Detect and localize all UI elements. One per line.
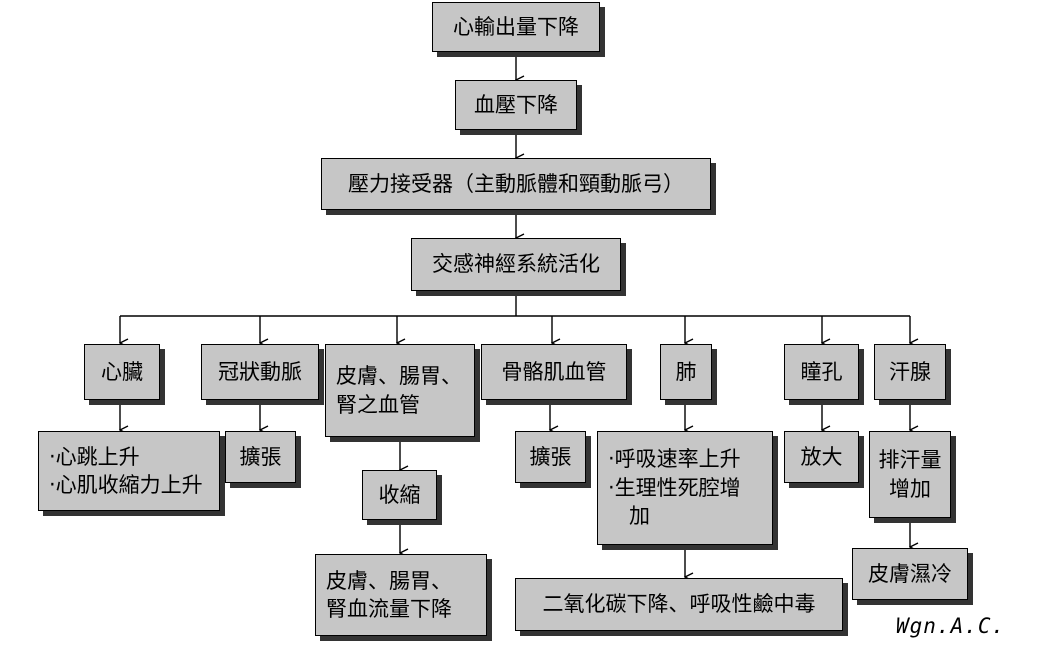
heart-effect-rate: ‧心跳上升 — [49, 444, 140, 469]
vasoconstriction-label: 收縮 — [378, 482, 421, 507]
heart-box: 心臟 — [84, 344, 160, 400]
skin-gut-kidney-vessels-line1: 皮膚、腸胃、 — [336, 364, 462, 389]
sweat-gland-label: 汗腺 — [889, 359, 931, 384]
baroreceptors-label: 壓力接受器（主動脈體和頸動脈弓） — [348, 171, 684, 196]
skeletal-muscle-vessels-label: 骨骼肌血管 — [501, 359, 607, 384]
heart-effects-box: ‧心跳上升 ‧心肌收縮力上升 — [38, 431, 220, 511]
sweat-effect-box: 排汗量 增加 — [869, 431, 951, 518]
heart-effect-contractility: ‧心肌收縮力上升 — [49, 473, 203, 497]
skin-gut-kidney-flow-line1: 皮膚、腸胃、 — [326, 568, 452, 593]
pupil-effect-box: 放大 — [784, 431, 859, 483]
lung-effect-dead-space-cont: 加 — [608, 504, 650, 529]
lung-effect-dead-space: ‧生理性死腔增 — [608, 475, 741, 500]
blood-pressure-drop-label: 血壓下降 — [474, 92, 558, 117]
skin-gut-kidney-flow-box: 皮膚、腸胃、 腎血流量下降 — [315, 554, 487, 636]
lung-label: 肺 — [675, 359, 697, 384]
skeletal-effect-label: 擴張 — [529, 444, 572, 469]
coronary-effect-box: 擴張 — [225, 431, 296, 483]
sympathetic-activation-box: 交感神經系統活化 — [411, 238, 621, 291]
lung-box: 肺 — [660, 344, 712, 400]
coronary-effect-label: 擴張 — [239, 444, 282, 469]
cold-clammy-skin-label: 皮膚濕冷 — [868, 561, 952, 586]
lung-effects-box: ‧呼吸速率上升 ‧生理性死腔增 加 — [597, 431, 773, 545]
co2-alkalosis-label: 二氧化碳下降、呼吸性鹼中毒 — [542, 592, 816, 617]
blood-pressure-drop-box: 血壓下降 — [455, 80, 577, 130]
pupil-label: 瞳孔 — [800, 359, 843, 384]
sweat-effect-line2: 增加 — [889, 476, 931, 501]
coronary-artery-label: 冠狀動脈 — [218, 359, 302, 384]
pupil-box: 瞳孔 — [784, 344, 859, 400]
sweat-gland-box: 汗腺 — [874, 344, 946, 400]
sweat-effect-line1: 排汗量 — [878, 448, 942, 473]
cold-clammy-skin-box: 皮膚濕冷 — [852, 548, 968, 600]
pupil-effect-label: 放大 — [800, 444, 843, 469]
heart-label: 心臟 — [101, 359, 143, 384]
sympathetic-activation-label: 交感神經系統活化 — [432, 252, 600, 277]
author-signature: Wgn.A.C. — [896, 614, 1006, 638]
co2-alkalosis-box: 二氧化碳下降、呼吸性鹼中毒 — [515, 578, 843, 631]
skin-gut-kidney-flow-line2: 腎血流量下降 — [326, 597, 452, 621]
lung-effect-respiratory-rate: ‧呼吸速率上升 — [608, 447, 741, 472]
skeletal-muscle-vessels-box: 骨骼肌血管 — [481, 344, 627, 400]
baroreceptors-box: 壓力接受器（主動脈體和頸動脈弓） — [321, 158, 711, 210]
vasoconstriction-box: 收縮 — [362, 470, 437, 520]
skeletal-effect-box: 擴張 — [515, 431, 586, 483]
coronary-artery-box: 冠狀動脈 — [201, 344, 319, 400]
skin-gut-kidney-vessels-line2: 腎之血管 — [336, 392, 420, 417]
cardiac-output-drop-box: 心輸出量下降 — [432, 2, 600, 52]
skin-gut-kidney-vessels-box: 皮膚、腸胃、 腎之血管 — [325, 344, 475, 437]
cardiac-output-drop-label: 心輸出量下降 — [453, 14, 579, 39]
